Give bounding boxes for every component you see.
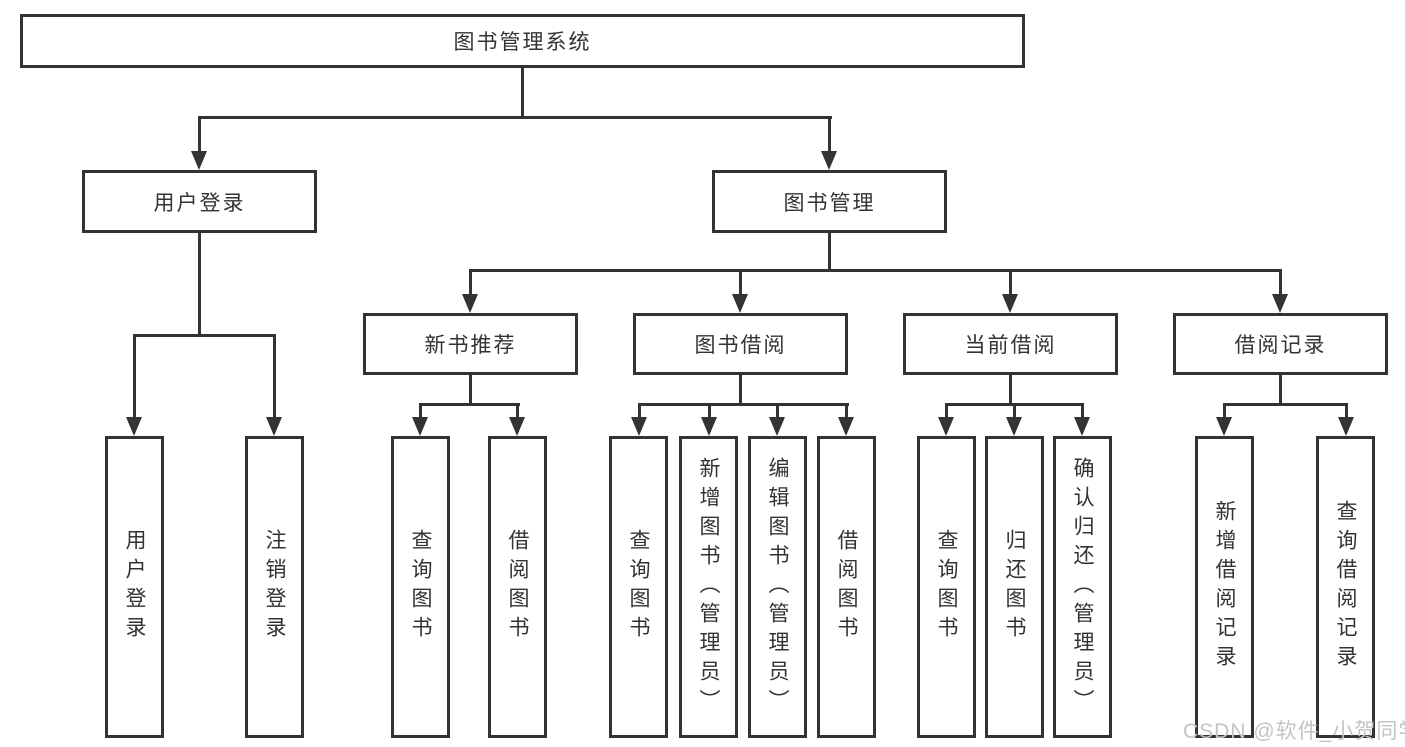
csdn-watermark: CSDN @软件_小贺同学 xyxy=(1183,720,1405,743)
node-book-management: 图书管理 xyxy=(712,170,947,233)
connector xyxy=(419,403,520,406)
connector xyxy=(469,375,472,406)
arrowhead-down-icon xyxy=(1002,294,1018,313)
node-book-borrow: 图书借阅 xyxy=(633,313,848,375)
leaf-label: 确认归还（管理员） xyxy=(1071,456,1094,718)
connector xyxy=(419,403,422,419)
connector xyxy=(1279,375,1282,406)
leaf-borrow-books-1: 借阅图书 xyxy=(488,436,547,738)
arrowhead-down-icon xyxy=(462,294,478,313)
leaf-user-login: 用户登录 xyxy=(105,436,164,738)
arrowhead-down-icon xyxy=(412,417,428,436)
leaf-add-book-admin: 新增图书（管理员） xyxy=(679,436,738,738)
connector xyxy=(1081,403,1084,419)
connector xyxy=(708,403,711,419)
node-label: 借阅记录 xyxy=(1234,334,1327,357)
leaf-label: 查询图书 xyxy=(627,529,650,645)
connector xyxy=(945,403,948,419)
node-label: 图书管理 xyxy=(783,191,876,215)
leaf-label: 用户登录 xyxy=(123,529,146,645)
leaf-edit-book-admin: 编辑图书（管理员） xyxy=(748,436,807,738)
leaf-query-books-2: 查询图书 xyxy=(609,436,668,738)
leaf-label: 编辑图书（管理员） xyxy=(766,456,789,718)
leaf-label: 借阅图书 xyxy=(835,529,858,645)
leaf-confirm-return-admin: 确认归还（管理员） xyxy=(1053,436,1112,738)
leaf-label: 归还图书 xyxy=(1003,529,1026,645)
connector xyxy=(1345,403,1348,419)
arrowhead-down-icon xyxy=(769,417,785,436)
connector xyxy=(469,269,1282,272)
connector xyxy=(1279,269,1282,296)
leaf-label: 借阅图书 xyxy=(506,529,529,645)
leaf-label: 新增图书（管理员） xyxy=(697,456,720,718)
node-new-book-recommend: 新书推荐 xyxy=(363,313,578,375)
connector xyxy=(198,116,201,153)
arrowhead-down-icon xyxy=(1216,417,1232,436)
connector xyxy=(198,116,832,119)
node-label: 图书管理系统 xyxy=(453,31,592,54)
connector xyxy=(828,116,831,153)
leaf-logout: 注销登录 xyxy=(245,436,304,738)
connector xyxy=(739,375,742,406)
connector xyxy=(1009,375,1012,406)
connector xyxy=(845,403,848,419)
connector xyxy=(1009,269,1012,296)
leaf-label: 查询借阅记录 xyxy=(1334,500,1357,674)
connector xyxy=(1013,403,1016,419)
arrowhead-down-icon xyxy=(191,151,207,170)
arrowhead-down-icon xyxy=(631,417,647,436)
connector xyxy=(273,334,276,418)
leaf-query-books-1: 查询图书 xyxy=(391,436,450,738)
node-label: 新书推荐 xyxy=(424,334,517,357)
connector xyxy=(1223,403,1347,406)
arrowhead-down-icon xyxy=(1006,417,1022,436)
connector xyxy=(638,403,641,419)
arrowhead-down-icon xyxy=(938,417,954,436)
leaf-query-borrow-record: 查询借阅记录 xyxy=(1316,436,1375,738)
arrowhead-down-icon xyxy=(732,294,748,313)
node-current-borrow: 当前借阅 xyxy=(903,313,1118,375)
leaf-borrow-books-2: 借阅图书 xyxy=(817,436,876,738)
leaf-return-books: 归还图书 xyxy=(985,436,1044,738)
connector xyxy=(133,334,276,337)
arrowhead-down-icon xyxy=(838,417,854,436)
connector xyxy=(1223,403,1226,419)
connector xyxy=(776,403,779,419)
connector xyxy=(516,403,519,419)
arrowhead-down-icon xyxy=(1338,417,1354,436)
connector xyxy=(469,269,472,296)
connector xyxy=(133,334,136,418)
leaf-add-borrow-record: 新增借阅记录 xyxy=(1195,436,1254,738)
leaf-query-books-3: 查询图书 xyxy=(917,436,976,738)
connector xyxy=(198,233,201,336)
connector xyxy=(638,403,849,406)
leaf-label: 注销登录 xyxy=(263,529,286,645)
node-root-library-system: 图书管理系统 xyxy=(20,14,1025,68)
connector xyxy=(739,269,742,296)
arrowhead-down-icon xyxy=(1074,417,1090,436)
connector xyxy=(828,233,831,272)
node-label: 当前借阅 xyxy=(964,334,1057,357)
node-label: 用户登录 xyxy=(153,191,246,215)
arrowhead-down-icon xyxy=(126,417,142,436)
leaf-label: 查询图书 xyxy=(409,529,432,645)
leaf-label: 新增借阅记录 xyxy=(1213,500,1236,674)
node-borrow-records: 借阅记录 xyxy=(1173,313,1388,375)
connector xyxy=(521,67,524,118)
node-user-login: 用户登录 xyxy=(82,170,317,233)
arrowhead-down-icon xyxy=(1272,294,1288,313)
arrowhead-down-icon xyxy=(509,417,525,436)
arrowhead-down-icon xyxy=(266,417,282,436)
arrowhead-down-icon xyxy=(701,417,717,436)
arrowhead-down-icon xyxy=(821,151,837,170)
node-label: 图书借阅 xyxy=(694,334,787,357)
leaf-label: 查询图书 xyxy=(935,529,958,645)
